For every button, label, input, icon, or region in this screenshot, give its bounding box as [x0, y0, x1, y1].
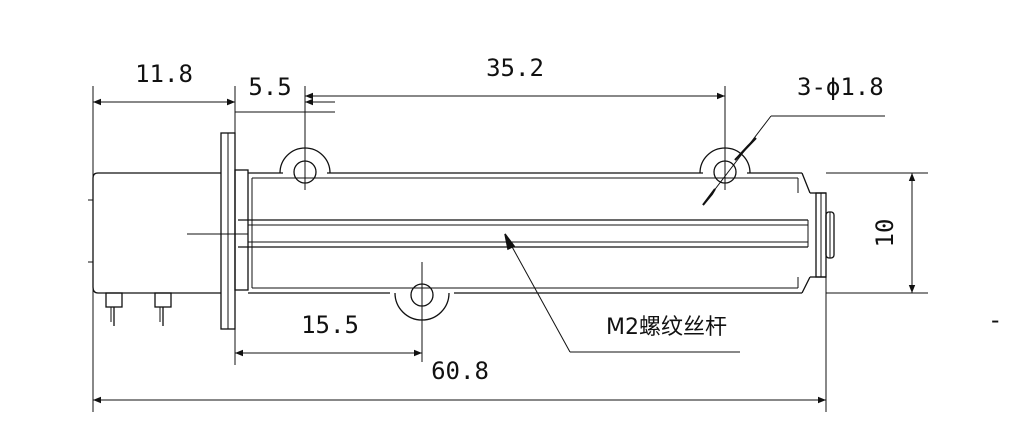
dimension-60-8-label: 60.8	[431, 357, 489, 385]
lead-screw	[187, 219, 809, 248]
dimension-10-label: 10	[871, 219, 899, 248]
frame-bracket	[248, 172, 835, 294]
dimension-35-2-label: 35.2	[486, 54, 544, 82]
callout-screw-label: M2螺纹丝杆	[606, 315, 727, 340]
dimension-15-5-label: 15.5	[301, 311, 359, 339]
motor-body	[88, 172, 221, 294]
side-mark: -	[988, 306, 1002, 334]
dimension-5-5-label: 5.5	[248, 73, 291, 101]
dimension-15-5: 15.5	[235, 311, 422, 357]
dimension-10: 10	[871, 173, 916, 293]
dimension-35-2: 35.2	[305, 54, 725, 100]
callout-holes: 3-ϕ1.8	[702, 73, 885, 206]
callout-holes-label: 3-ϕ1.8	[797, 73, 884, 101]
callout-screw: M2螺纹丝杆	[504, 233, 740, 353]
dimension-11-8-label: 11.8	[135, 60, 193, 88]
dimension-5-5: 5.5	[203, 73, 335, 113]
mounting-ear-bottom	[394, 262, 450, 362]
dimension-11-8: 11.8	[93, 60, 235, 106]
mounting-ear-top-right	[699, 86, 751, 190]
flange-plate	[220, 132, 249, 330]
extension-lines	[92, 86, 928, 412]
dimension-60-8: 60.8	[93, 357, 826, 404]
motor-terminals	[105, 292, 172, 326]
